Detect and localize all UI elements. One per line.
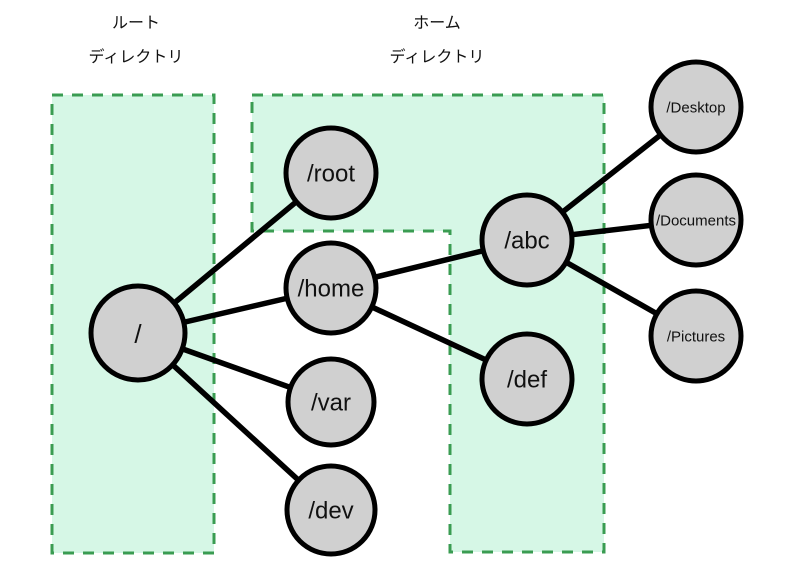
- node-pictures-circle[interactable]: [648, 288, 744, 384]
- node-slash-root-circle[interactable]: [283, 125, 379, 221]
- node-pictures-label: /Pictures: [667, 329, 725, 346]
- node-desktop[interactable]: /Desktop: [648, 59, 744, 155]
- node-pictures[interactable]: /Pictures: [648, 288, 744, 384]
- node-documents-circle[interactable]: [648, 172, 744, 268]
- node-dev[interactable]: /dev: [284, 463, 378, 557]
- node-def[interactable]: /def: [479, 331, 575, 427]
- node-dev-label: /dev: [308, 498, 353, 525]
- node-root-circle[interactable]: [88, 283, 188, 383]
- home-directory-label-line2: ディレクトリ: [390, 47, 485, 66]
- node-documents-label: /Documents: [656, 213, 736, 230]
- node-home-label: /home: [298, 276, 365, 303]
- node-documents[interactable]: /Documents: [648, 172, 744, 268]
- node-def-circle[interactable]: [479, 331, 575, 427]
- node-abc[interactable]: /abc: [479, 192, 575, 288]
- node-abc-circle[interactable]: [479, 192, 575, 288]
- home-directory-label-line1: ホーム: [413, 13, 461, 32]
- node-root[interactable]: /: [88, 283, 188, 383]
- node-slash-root[interactable]: /root: [283, 125, 379, 221]
- root-directory-label-line2: ディレクトリ: [89, 47, 184, 66]
- node-var-label: /var: [311, 390, 351, 417]
- node-abc-label: /abc: [504, 228, 549, 255]
- root-directory-label-line1: ルート: [112, 13, 160, 32]
- node-desktop-label: /Desktop: [666, 100, 725, 117]
- node-var[interactable]: /var: [285, 356, 377, 448]
- node-dev-circle[interactable]: [284, 463, 378, 557]
- node-slash-root-label: /root: [307, 161, 355, 188]
- nodes-layer: / /root/home/var/dev/abc/def/Desktop/Docu…: [88, 59, 744, 557]
- node-var-circle[interactable]: [285, 356, 377, 448]
- node-root-label: /: [134, 319, 142, 349]
- node-desktop-circle[interactable]: [648, 59, 744, 155]
- node-def-label: /def: [507, 367, 547, 394]
- node-home-circle[interactable]: [283, 240, 379, 336]
- node-home[interactable]: /home: [283, 240, 379, 336]
